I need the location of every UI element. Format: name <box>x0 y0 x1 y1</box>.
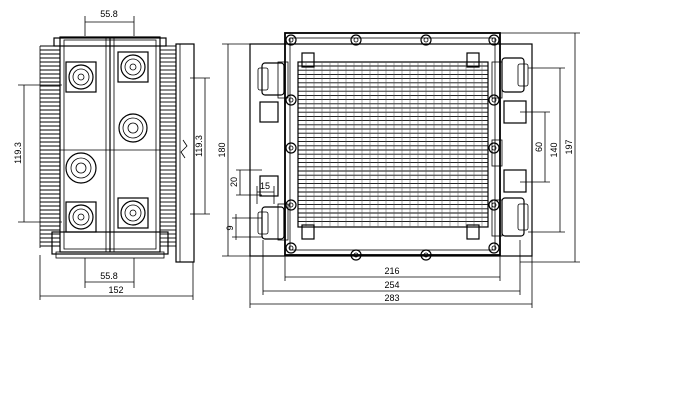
bolt-head <box>420 34 432 46</box>
bolt-hole <box>491 37 497 43</box>
dim-left-height-label: 119.3 <box>13 142 23 164</box>
bolt-head <box>420 249 432 261</box>
side-mounting-bracket <box>175 43 195 263</box>
bolt-hole <box>353 37 359 43</box>
main-housing <box>284 32 501 256</box>
heatsink-grid <box>297 61 489 228</box>
bolt-hole <box>288 97 294 103</box>
side-view: 55.8 <box>13 9 210 300</box>
bolt-head <box>488 142 500 154</box>
dim-bottom-width: 55.8 <box>84 258 135 288</box>
bolt-hole <box>288 245 294 251</box>
dim-right-height: 119.3 <box>190 77 210 215</box>
dim-180: 180 <box>217 43 252 257</box>
dim-216-label: 216 <box>384 266 399 276</box>
side-body <box>51 36 169 259</box>
dim-140: 140 <box>528 67 565 233</box>
bolt-head <box>285 242 297 254</box>
connector-top-left <box>65 61 97 93</box>
bolt-head <box>350 249 362 261</box>
left-modules <box>257 61 289 241</box>
dim-top-width-label: 55.8 <box>100 9 118 19</box>
connector-middle-right <box>118 113 148 143</box>
dim-15: 15 <box>256 181 275 204</box>
dim-140-label: 140 <box>549 142 559 157</box>
dim-15-label: 15 <box>260 181 270 191</box>
left-heatsink-fins <box>39 45 60 248</box>
dim-20: 20 <box>229 169 262 196</box>
front-view: 180 20 15 9 197 <box>217 32 580 308</box>
dim-20-label: 20 <box>229 177 239 187</box>
dim-right-height-label: 119.3 <box>194 135 204 157</box>
bolt-hole <box>491 145 497 151</box>
dim-top-width: 55.8 <box>84 9 135 36</box>
bolt-head <box>488 94 500 106</box>
bolt-hole <box>491 245 497 251</box>
bolt-hole <box>491 202 497 208</box>
dim-bottom-width-label: 55.8 <box>100 271 118 281</box>
bolt-head <box>285 199 297 211</box>
dim-283-label: 283 <box>384 293 399 303</box>
dim-60-label: 60 <box>534 142 544 152</box>
connector-bottom-left <box>65 201 97 233</box>
bolt-hole <box>288 145 294 151</box>
dim-216: 216 <box>284 255 501 281</box>
connector-middle-left <box>65 152 97 184</box>
dim-180-label: 180 <box>217 142 227 157</box>
bolt-head <box>488 242 500 254</box>
dim-left-height: 119.3 <box>13 84 62 223</box>
dim-197: 197 <box>500 32 580 263</box>
housing-bolts <box>285 34 500 261</box>
right-heatsink-fins <box>160 45 177 248</box>
bolt-head <box>285 34 297 46</box>
bolt-head <box>350 34 362 46</box>
bolt-hole <box>423 252 429 258</box>
dim-overall-width-label: 152 <box>108 285 123 295</box>
corner-pads <box>301 52 480 240</box>
connector-bottom-right <box>117 197 149 229</box>
bolt-hole <box>353 252 359 258</box>
bolt-hole <box>288 37 294 43</box>
bolt-head <box>285 94 297 106</box>
dim-254-label: 254 <box>384 280 399 290</box>
dim-197-label: 197 <box>564 139 574 154</box>
bolt-hole <box>491 97 497 103</box>
bolt-hole <box>288 202 294 208</box>
dim-9-label: 9 <box>225 225 235 230</box>
bolt-head <box>488 34 500 46</box>
bolt-head <box>285 142 297 154</box>
connector-top-right <box>117 51 149 83</box>
bolt-hole <box>423 37 429 43</box>
right-modules <box>491 57 529 237</box>
dim-overall-width: 152 <box>39 255 194 300</box>
dim-60: 60 <box>520 111 550 183</box>
dim-9: 9 <box>225 214 262 240</box>
dim-254: 254 <box>262 240 521 295</box>
bolt-head <box>488 199 500 211</box>
dim-283: 283 <box>249 256 533 308</box>
mounting-plate <box>249 43 533 257</box>
